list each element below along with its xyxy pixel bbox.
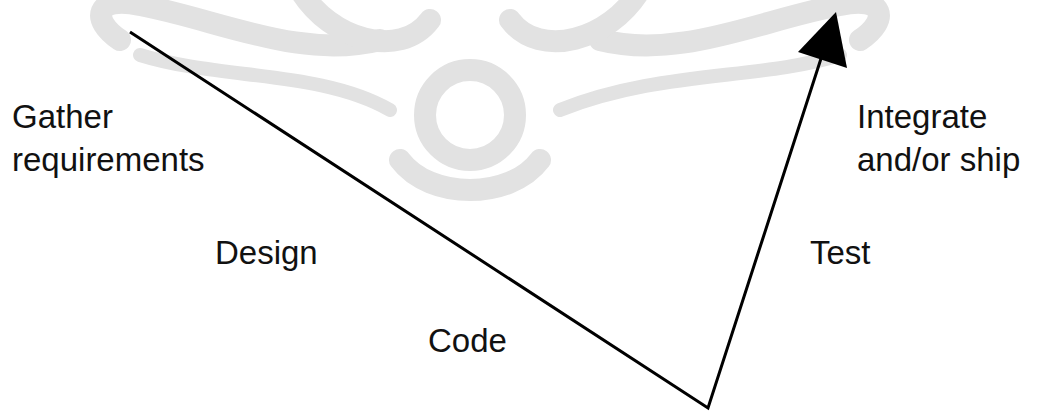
stage-label-box: Code: [428, 320, 588, 363]
stage-label: Code: [428, 320, 588, 363]
stage-label-box: Gather requirements: [12, 96, 252, 182]
ornament-watermark: [101, 0, 879, 190]
stage-label-box: Integrate and/or ship: [857, 96, 1047, 182]
stage-label: Integrate and/or ship: [857, 96, 1047, 182]
ornament-scroll: [560, 55, 840, 110]
ornament-scroll: [300, 0, 430, 41]
ornament-scroll: [400, 160, 540, 190]
v-process-line: [130, 32, 827, 408]
ornament-scroll: [510, 0, 640, 41]
arrowhead: [798, 12, 847, 68]
stage-label-box: Test: [810, 232, 930, 275]
stage-label-box: Design: [215, 232, 375, 275]
stage-label: Design: [215, 232, 375, 275]
stage-label: Gather requirements: [12, 96, 252, 182]
ornament-ring: [425, 70, 515, 160]
stage-label: Test: [810, 232, 930, 275]
